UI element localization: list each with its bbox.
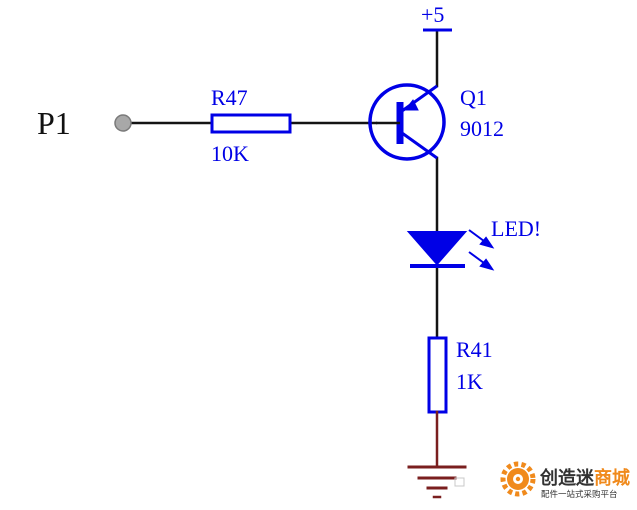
transistor-q1-ref: Q1 xyxy=(460,85,487,110)
led: LED! xyxy=(406,212,578,271)
transistor-q1-emitter-arrow xyxy=(403,99,419,111)
watermark-tagline: 配件一站式采购平台 xyxy=(541,489,618,500)
transistor-q1-body xyxy=(368,83,446,161)
watermark-brand-part1: 创造迷 xyxy=(539,467,595,489)
resistor-r41-ref: R41 xyxy=(456,337,493,362)
transistor-q1: Q1 9012 xyxy=(368,83,504,161)
input-port-p1: P1 xyxy=(37,105,132,141)
resistor-r47-ref: R47 xyxy=(211,85,248,110)
led-emission-arrows xyxy=(468,229,495,271)
wires xyxy=(129,28,439,340)
ground-symbol xyxy=(407,410,467,499)
gear-icon xyxy=(500,461,536,497)
input-pin[interactable] xyxy=(114,114,132,132)
resistor-r47-value: 10K xyxy=(211,141,249,166)
led-triangle xyxy=(406,231,468,266)
resistor-r41-value: 1K xyxy=(456,369,483,394)
watermark-brand-part2: 商城 xyxy=(594,467,630,489)
led-ref: LED! xyxy=(491,216,541,241)
resistor-r47-body xyxy=(210,113,292,134)
input-port-label: P1 xyxy=(37,105,71,141)
resistor-r41-body xyxy=(427,336,448,414)
transistor-q1-part: 9012 xyxy=(460,116,504,141)
transistor-q1-collector xyxy=(401,131,438,160)
watermark-mark xyxy=(454,477,465,487)
watermark: 创造迷 商城 配件一站式采购平台 xyxy=(500,461,630,500)
resistor-r47: R47 10K xyxy=(210,85,292,166)
vcc-label: +5 xyxy=(421,2,444,27)
resistor-r41: R41 1K xyxy=(427,336,493,414)
vcc-symbol: +5 xyxy=(421,2,452,32)
